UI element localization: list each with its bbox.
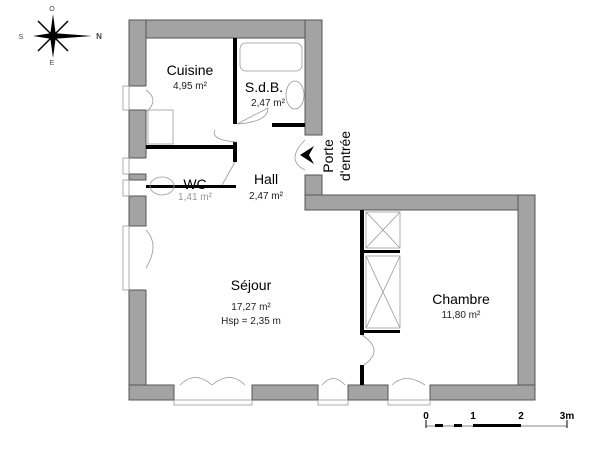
room-wc: WC 1,41 m² <box>178 176 213 203</box>
partitions <box>146 38 400 385</box>
room-name: S.d.B. <box>245 79 283 95</box>
scale-tick: 2 <box>518 411 524 422</box>
ceiling-height: Hsp = 2,35 m <box>221 316 281 327</box>
room-area: 11,80 m² <box>442 310 481 321</box>
room-name: Chambre <box>432 291 490 307</box>
scale-tick: 0 <box>423 411 429 422</box>
entrance-line2: d'entrée <box>337 131 353 181</box>
compass-label-s: S <box>19 34 24 41</box>
room-area: 1,41 m² <box>178 192 213 203</box>
room-name: Cuisine <box>167 62 214 78</box>
room-area: 2,47 m² <box>251 98 286 109</box>
windows <box>122 85 431 406</box>
scale-bar: 0 1 2 3m <box>423 411 574 428</box>
compass-label-e: E <box>50 60 55 67</box>
entrance-line1: Porte <box>320 139 336 173</box>
room-sdb: S.d.B. 2,47 m² <box>245 79 286 109</box>
room-area: 4,95 m² <box>173 81 208 92</box>
entrance-label: Porte d'entrée <box>320 131 353 181</box>
scale-tick: 3m <box>560 411 575 422</box>
room-name: Séjour <box>231 277 272 293</box>
compass-label-n: N <box>96 32 102 41</box>
room-chambre: Chambre 11,80 m² <box>432 291 490 321</box>
room-sejour: Séjour 17,27 m² Hsp = 2,35 m <box>221 277 281 327</box>
room-hall: Hall 2,47 m² <box>249 171 284 202</box>
room-area: 2,47 m² <box>249 191 284 202</box>
entrance-arrow-icon <box>300 146 314 164</box>
compass-label-o: O <box>49 6 55 13</box>
room-area: 17,27 m² <box>231 302 271 313</box>
compass-rose-icon: O S N E <box>19 6 102 67</box>
scale-tick: 1 <box>470 411 476 422</box>
exterior-walls <box>128 19 536 401</box>
room-cuisine: Cuisine 4,95 m² <box>167 62 214 92</box>
room-name: Hall <box>254 171 278 187</box>
fixtures <box>147 42 401 366</box>
room-name: WC <box>183 176 206 192</box>
